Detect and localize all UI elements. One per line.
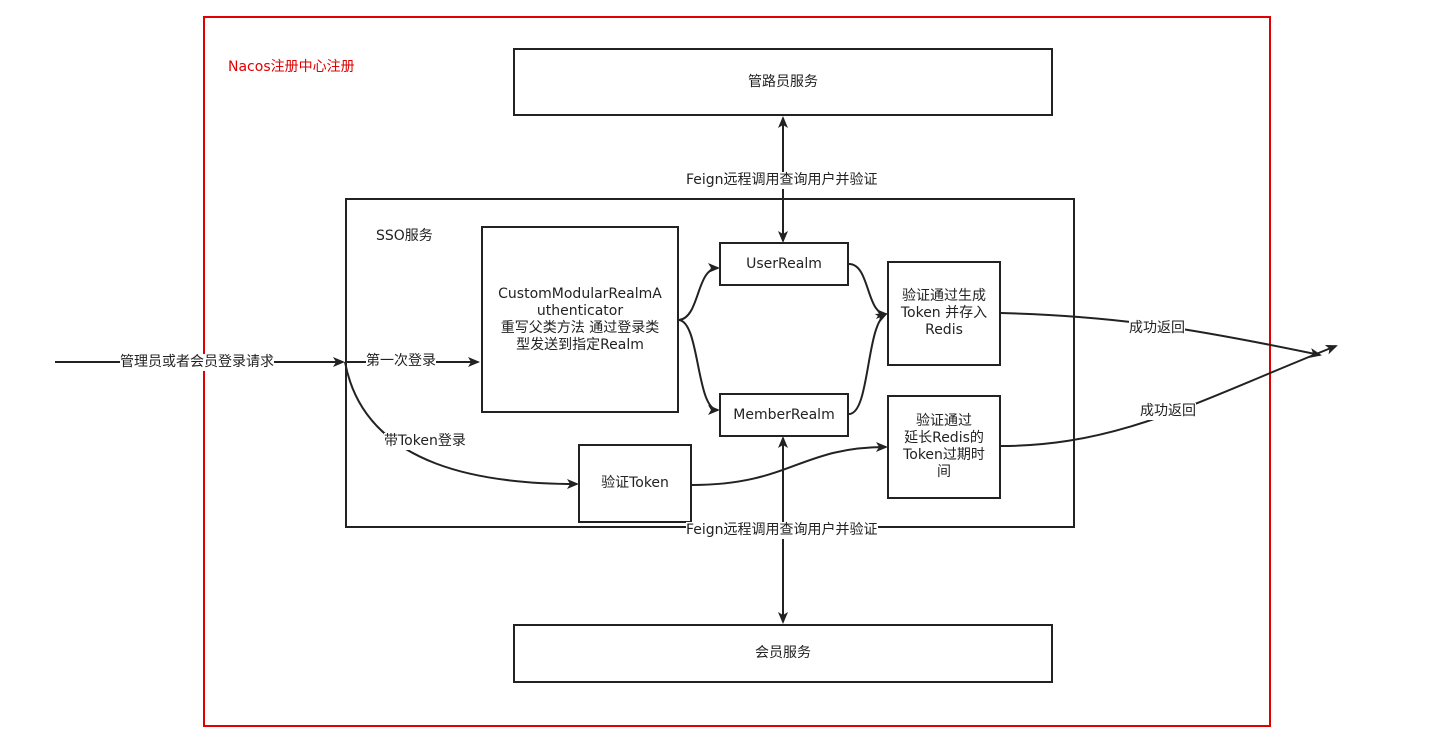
member-service-node: 会员服务	[513, 624, 1053, 683]
authenticator-label: CustomModularRealmA uthenticator 重写父类方法 …	[498, 285, 662, 353]
member-service-label: 会员服务	[755, 645, 811, 661]
edge-member-gen	[848, 313, 888, 415]
admin-service-label: 管路员服务	[748, 73, 818, 90]
first-login-label: 第一次登录	[366, 353, 436, 370]
gen-token-node: 验证通过生成 Token 并存入 Redis	[887, 261, 1001, 366]
edge-success-bottom	[1000, 345, 1338, 447]
sso-region-label: SSO服务	[376, 228, 433, 244]
success-bottom-label: 成功返回	[1140, 403, 1196, 420]
login-request-label: 管理员或者会员登录请求	[120, 354, 274, 371]
authenticator-node: CustomModularRealmA uthenticator 重写父类方法 …	[481, 226, 679, 413]
nacos-region-label: Nacos注册中心注册	[228, 59, 355, 75]
edge-verify-extend	[691, 442, 888, 486]
nacos-region	[203, 16, 1271, 727]
edge-token-login	[344, 361, 579, 489]
success-top-label: 成功返回	[1129, 320, 1185, 337]
member-realm-label: MemberRealm	[733, 406, 835, 423]
user-realm-label: UserRealm	[746, 255, 822, 272]
edge-auth-member	[678, 319, 720, 415]
feign-top-label: Feign远程调用查询用户并验证	[686, 172, 878, 189]
admin-service-node: 管路员服务	[513, 48, 1053, 116]
user-realm-node: UserRealm	[719, 242, 849, 286]
token-login-label: 带Token登录	[384, 433, 466, 450]
extend-token-label: 验证通过 延长Redis的 Token过期时 间	[903, 413, 985, 480]
member-realm-node: MemberRealm	[719, 393, 849, 437]
extend-token-node: 验证通过 延长Redis的 Token过期时 间	[887, 395, 1001, 499]
verify-token-label: 验证Token	[601, 475, 669, 491]
feign-bottom-label: Feign远程调用查询用户并验证	[686, 522, 878, 539]
gen-token-label: 验证通过生成 Token 并存入 Redis	[900, 288, 988, 338]
edge-auth-user	[678, 263, 720, 321]
verify-token-node: 验证Token	[578, 444, 692, 523]
edge-user-gen	[848, 263, 888, 319]
